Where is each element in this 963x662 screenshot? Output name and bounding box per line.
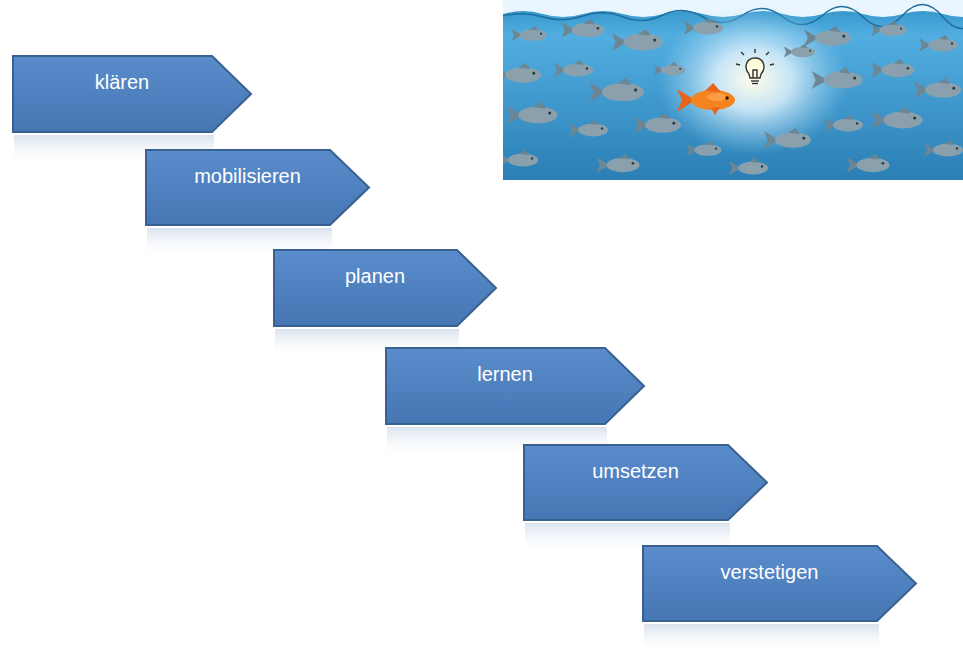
chevron-step: verstetigen (642, 545, 917, 622)
step-label: planen (273, 249, 477, 288)
goldfish-illustration (503, 0, 963, 180)
chevron-step: klären (12, 55, 252, 133)
step-label: lernen (385, 347, 625, 386)
step-label: klären (12, 55, 232, 94)
chevron-step: planen (273, 249, 497, 327)
chevron-step: mobilisieren (145, 149, 370, 226)
step-label: umsetzen (523, 444, 748, 483)
step-label: mobilisieren (145, 149, 350, 188)
step-label: verstetigen (642, 545, 897, 584)
chevron-step: umsetzen (523, 444, 768, 521)
chevron-step: lernen (385, 347, 645, 425)
